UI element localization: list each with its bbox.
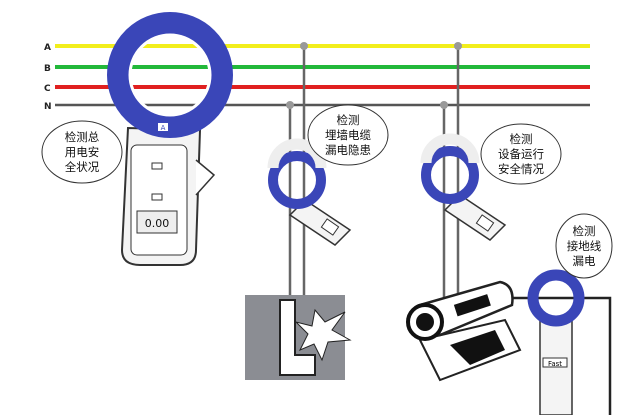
svg-text:设备运行: 设备运行 xyxy=(498,147,544,161)
svg-text:漏电隐患: 漏电隐患 xyxy=(325,143,371,157)
heater-illustration xyxy=(406,280,522,382)
svg-text:检测: 检测 xyxy=(337,113,360,127)
svg-text:检测: 检测 xyxy=(510,132,533,146)
clamp-meter-equipment xyxy=(420,133,507,241)
callout-ground: 检测 接地线 漏电 xyxy=(555,213,613,279)
clamp-meter-ground: Fast xyxy=(527,269,585,415)
wall-cable-illustration xyxy=(245,295,352,380)
wire-labels: A B C N xyxy=(44,43,52,112)
main-clamp-ring xyxy=(107,12,233,138)
svg-text:检测: 检测 xyxy=(573,224,596,238)
svg-text:用电安: 用电安 xyxy=(65,145,100,159)
svg-text:检测总: 检测总 xyxy=(65,130,100,144)
junction-dots xyxy=(286,42,462,109)
svg-text:全状况: 全状况 xyxy=(65,160,100,174)
callout-equipment: 检测 设备运行 安全情况 xyxy=(480,123,562,185)
svg-text:接地线: 接地线 xyxy=(567,239,602,253)
wire-label-a: A xyxy=(44,43,51,53)
ground-meter-display: Fast xyxy=(548,360,562,368)
svg-text:安全情况: 安全情况 xyxy=(498,162,544,176)
ring-mark: A xyxy=(161,124,166,132)
main-meter-display: 0.00 xyxy=(145,217,170,230)
svg-text:漏电: 漏电 xyxy=(573,254,596,268)
clamp-meter-wall xyxy=(267,138,352,246)
wire-label-n: N xyxy=(44,102,52,112)
svg-text:埋墙电缆: 埋墙电缆 xyxy=(325,128,371,142)
callout-wall: 检测 埋墙电缆 漏电隐患 xyxy=(307,104,389,166)
wire-label-b: B xyxy=(44,64,51,74)
wire-label-c: C xyxy=(44,84,51,94)
callout-main: 检测总 用电安 全状况 xyxy=(41,120,123,184)
main-clamp-meter: 0.00 A xyxy=(107,12,233,266)
